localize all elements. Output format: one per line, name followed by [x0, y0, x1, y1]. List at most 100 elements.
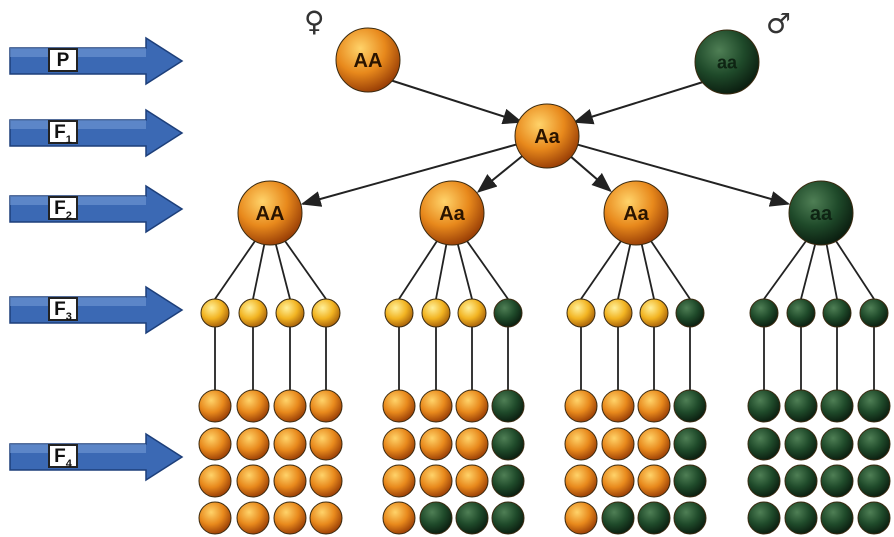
- f4-plant: [601, 427, 635, 461]
- f4-plant: [820, 427, 854, 461]
- f4-plant: [601, 389, 635, 423]
- f2-to-f3-line: [466, 240, 509, 300]
- f4-plant: [198, 464, 232, 498]
- f2-node-label: AA: [256, 203, 285, 225]
- f4-plant: [491, 389, 525, 423]
- f2-node: [603, 180, 669, 246]
- parent-female-arrow: [389, 79, 523, 125]
- f4-plant: [564, 501, 598, 535]
- f3-plant: [384, 298, 414, 328]
- f4-plant: [673, 501, 707, 535]
- f4-plant: [820, 501, 854, 535]
- f3-plant: [603, 298, 633, 328]
- generation-arrow-f1: F1: [8, 108, 184, 158]
- f4-plant: [309, 427, 343, 461]
- generation-label-f3: F3: [48, 297, 78, 322]
- generation-label-f2: F2: [48, 196, 78, 221]
- f4-plant: [491, 464, 525, 498]
- f3-plant: [749, 298, 779, 328]
- f4-plant: [601, 501, 635, 535]
- f1-node: [514, 103, 580, 169]
- f4-plant: [747, 501, 781, 535]
- f4-plant: [784, 427, 818, 461]
- f4-plant: [857, 427, 891, 461]
- f4-plant: [747, 464, 781, 498]
- generation-label-f1: F1: [48, 120, 78, 145]
- generation-arrow-f2: F2: [8, 184, 184, 234]
- f3-plant: [275, 298, 305, 328]
- f3-plant: [566, 298, 596, 328]
- f4-plant: [637, 427, 671, 461]
- f4-plant: [198, 427, 232, 461]
- f4-plant: [601, 464, 635, 498]
- f4-plant: [564, 427, 598, 461]
- f4-plant: [784, 501, 818, 535]
- f1-node-label: Aa: [534, 126, 560, 148]
- f4-plant: [419, 464, 453, 498]
- f4-plant: [419, 389, 453, 423]
- f2-to-f3-line: [763, 240, 807, 300]
- f1-to-f2-arrow: [577, 143, 791, 207]
- f4-plant: [309, 464, 343, 498]
- f4-plant: [673, 464, 707, 498]
- f4-plant: [419, 427, 453, 461]
- f3-plant: [822, 298, 852, 328]
- male-symbol: ♂: [766, 7, 792, 40]
- f4-plant: [673, 427, 707, 461]
- f2-to-f3-line: [284, 240, 327, 300]
- f4-plant: [273, 501, 307, 535]
- f1-to-f2-arrow: [570, 156, 612, 193]
- f2-to-f3-line: [825, 240, 838, 300]
- f2-to-f3-line: [274, 240, 291, 300]
- f2-to-f3-line: [580, 240, 622, 300]
- f4-plant: [273, 427, 307, 461]
- f4-plant: [784, 389, 818, 423]
- f3-plant: [675, 298, 705, 328]
- f4-plant: [236, 464, 270, 498]
- f4-plant: [820, 389, 854, 423]
- generation-label-f4: F4: [48, 444, 78, 469]
- f4-plant: [382, 427, 416, 461]
- f2-to-f3-line: [398, 240, 438, 300]
- f3-plant: [200, 298, 230, 328]
- female-symbol: ♀: [304, 5, 325, 38]
- f2-to-f3-line: [456, 240, 473, 300]
- f4-plant: [236, 389, 270, 423]
- generation-label-p: P: [48, 48, 78, 72]
- f2-to-f3-line: [435, 240, 448, 300]
- f4-plant: [382, 464, 416, 498]
- parent-male-arrow: [573, 81, 704, 125]
- f4-plant: [236, 501, 270, 535]
- f3-plant: [457, 298, 487, 328]
- f4-plant: [747, 389, 781, 423]
- f4-plant: [419, 501, 453, 535]
- f4-plant: [455, 427, 489, 461]
- generation-arrow-p: P: [8, 36, 184, 86]
- f2-to-f3-line: [800, 240, 817, 300]
- f4-plant: [637, 501, 671, 535]
- parent-female-node-label: AA: [354, 50, 383, 72]
- f3-plant: [639, 298, 669, 328]
- f2-to-f3-line: [650, 240, 691, 300]
- f3-plant: [493, 298, 523, 328]
- f4-plant: [198, 389, 232, 423]
- f4-plant: [455, 464, 489, 498]
- f4-plant: [820, 464, 854, 498]
- f4-plant: [564, 464, 598, 498]
- f4-plant: [637, 464, 671, 498]
- f4-plant: [784, 464, 818, 498]
- f4-plant: [857, 464, 891, 498]
- f4-plant: [455, 501, 489, 535]
- f4-plant: [491, 501, 525, 535]
- f4-plant: [637, 389, 671, 423]
- f1-to-f2-arrow: [300, 143, 517, 207]
- f4-plant: [198, 501, 232, 535]
- f4-plant: [309, 501, 343, 535]
- f2-node: [788, 180, 854, 246]
- f3-plant: [786, 298, 816, 328]
- f4-plant: [273, 389, 307, 423]
- f4-plant: [309, 389, 343, 423]
- f2-to-f3-line: [835, 240, 875, 300]
